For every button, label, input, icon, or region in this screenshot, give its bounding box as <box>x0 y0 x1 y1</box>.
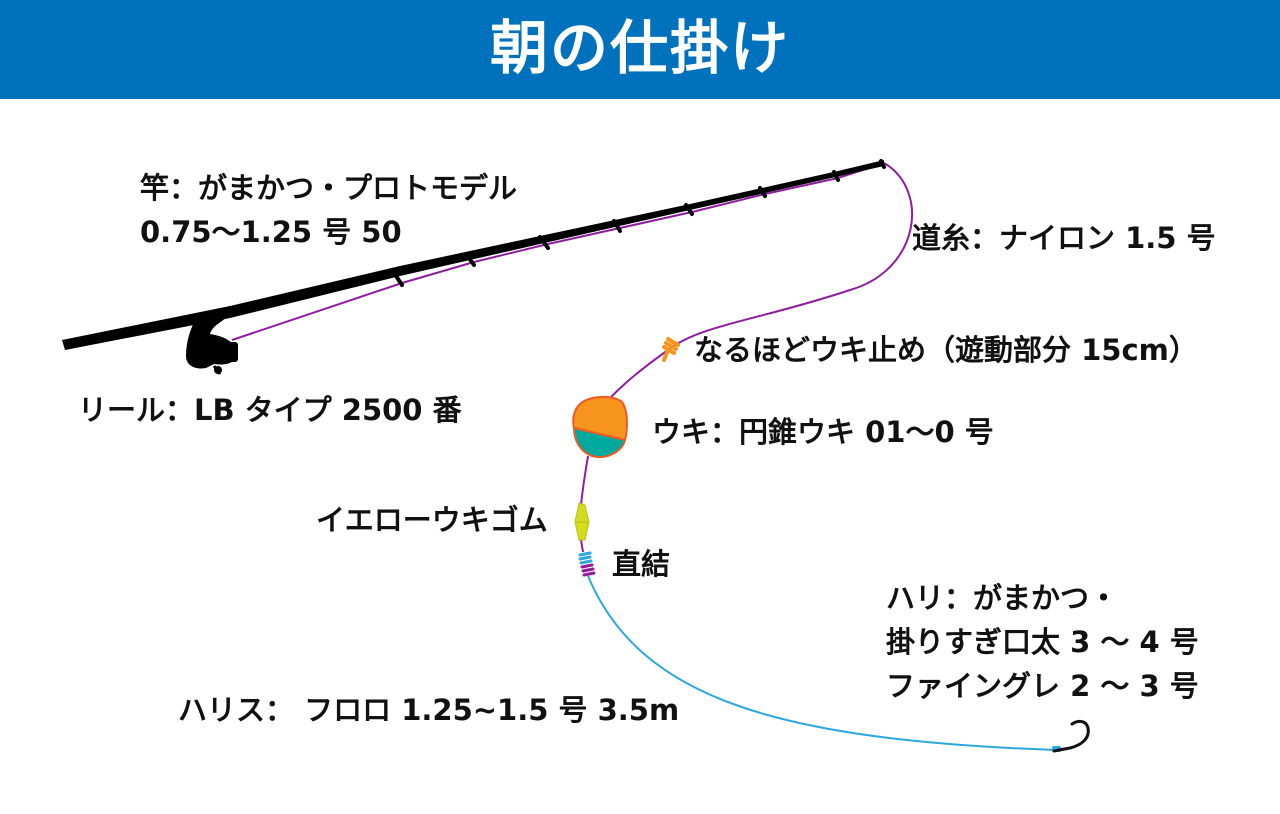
float-stopper-icon <box>662 337 680 362</box>
float-rubber-label: イエローウキゴム <box>316 503 548 537</box>
float-stopper-label: なるほどウキ止め（遊動部分 15cm） <box>694 333 1198 367</box>
float-icon <box>572 396 628 458</box>
reel-label: リール：LB タイプ 2500 番 <box>78 393 462 427</box>
float-rubber-icon <box>574 502 590 541</box>
main-line-label: 道糸：ナイロン 1.5 号 <box>912 221 1216 255</box>
page-title: 朝の仕掛け <box>489 14 790 82</box>
rod-label: 竿：がまかつ・プロトモデル 0.75〜1.25 号 50 <box>140 166 517 254</box>
header-banner: 朝の仕掛け <box>0 0 1280 99</box>
hook-label-line1: ハリ：がまかつ・ <box>886 581 1119 615</box>
rod-label-line1: 竿：がまかつ・プロトモデル <box>140 171 518 205</box>
direct-knot-label: 直結 <box>612 547 671 581</box>
rod-label-line2: 0.75〜1.25 号 50 <box>140 215 402 249</box>
hook-label-line3: ファイングレ 2 〜 3 号 <box>886 669 1199 703</box>
float-label: ウキ：円錐ウキ 01〜0 号 <box>652 415 994 449</box>
hook-icon <box>1052 719 1090 753</box>
leader-label: ハリス： フロロ 1.25~1.5 号 3.5m <box>178 693 680 727</box>
leader-line <box>587 575 1057 751</box>
rod-icon <box>62 159 886 350</box>
knot-icon <box>578 551 596 577</box>
hook-label: ハリ：がまかつ・ 掛りすぎ口太 3 〜 4 号 ファイングレ 2 〜 3 号 <box>886 576 1199 708</box>
reel-icon <box>186 311 238 375</box>
hook-label-line2: 掛りすぎ口太 3 〜 4 号 <box>886 625 1199 659</box>
